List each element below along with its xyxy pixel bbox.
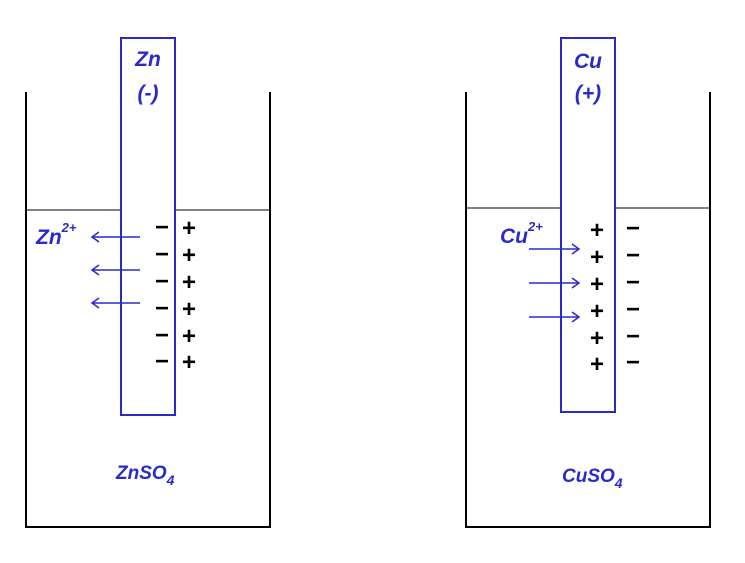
cu-plus-5: + [590, 325, 604, 352]
zn-polarity-label: (-) [138, 82, 159, 105]
cu-minus-1: − [626, 215, 640, 242]
cu-plus-1: + [590, 217, 604, 244]
cu-arrow-3 [529, 311, 581, 323]
cu-charges: + + + + + + − − − − − − [590, 215, 640, 378]
zn-arrow-3 [90, 297, 140, 309]
cu-half-cell: Cu (+) Cu2+ + + + + + [465, 37, 711, 528]
zn-arrow-2 [90, 264, 140, 276]
zn-solution-base: ZnSO [115, 463, 167, 484]
zn-plus-4: + [182, 296, 196, 323]
zn-minus-2: − [155, 241, 169, 268]
cu-polarity-label: (+) [575, 82, 601, 105]
zn-ion-charge: 2+ [61, 220, 77, 235]
zn-plus-3: + [182, 269, 196, 296]
cu-minus-2: − [626, 242, 640, 269]
zn-ion-base: Zn [35, 226, 62, 249]
cu-minus-4: − [626, 296, 640, 323]
zn-ion-label: Zn2+ [35, 220, 77, 249]
cu-minus-5: − [626, 323, 640, 350]
zn-solution-label: ZnSO4 [115, 463, 175, 488]
cu-solution-label: CuSO4 [562, 466, 623, 491]
zn-minus-3: − [155, 268, 169, 295]
cu-plus-3: + [590, 271, 604, 298]
cu-beaker [465, 92, 711, 528]
cu-electrode-label: Cu [574, 50, 602, 73]
cu-arrow-1 [529, 243, 581, 255]
cu-ion-base: Cu [500, 225, 528, 248]
cu-ion-label: Cu2+ [500, 219, 543, 248]
cu-ion-arrows [529, 243, 581, 323]
zn-minus-4: − [155, 295, 169, 322]
cu-arrow-2 [529, 277, 581, 289]
cu-solution-base: CuSO [562, 466, 615, 487]
cu-plus-6: + [590, 351, 604, 378]
zn-half-cell: Zn (-) Zn2+ − − − − − [25, 37, 271, 528]
zn-minus-1: − [155, 214, 169, 241]
cu-ion-charge: 2+ [527, 219, 543, 234]
cu-solution-sub: 4 [614, 475, 623, 491]
zn-charges: − − − − − − + + + + + + [155, 214, 196, 376]
zn-minus-5: − [155, 322, 169, 349]
zn-arrow-1 [90, 231, 140, 243]
zn-plus-2: + [182, 242, 196, 269]
cu-plus-4: + [590, 298, 604, 325]
zn-beaker [25, 92, 271, 528]
zn-solution-sub: 4 [166, 472, 175, 488]
cu-minus-6: − [626, 349, 640, 376]
cu-minus-3: − [626, 269, 640, 296]
zn-minus-6: − [155, 348, 169, 375]
cu-plus-2: + [590, 244, 604, 271]
zn-plus-1: + [182, 215, 196, 242]
zn-ion-arrows [90, 231, 140, 309]
cu-electrode [560, 37, 616, 413]
zn-electrode-label: Zn [134, 48, 161, 71]
zn-plus-5: + [182, 323, 196, 350]
zn-plus-6: + [182, 349, 196, 376]
zn-electrode [120, 37, 176, 416]
